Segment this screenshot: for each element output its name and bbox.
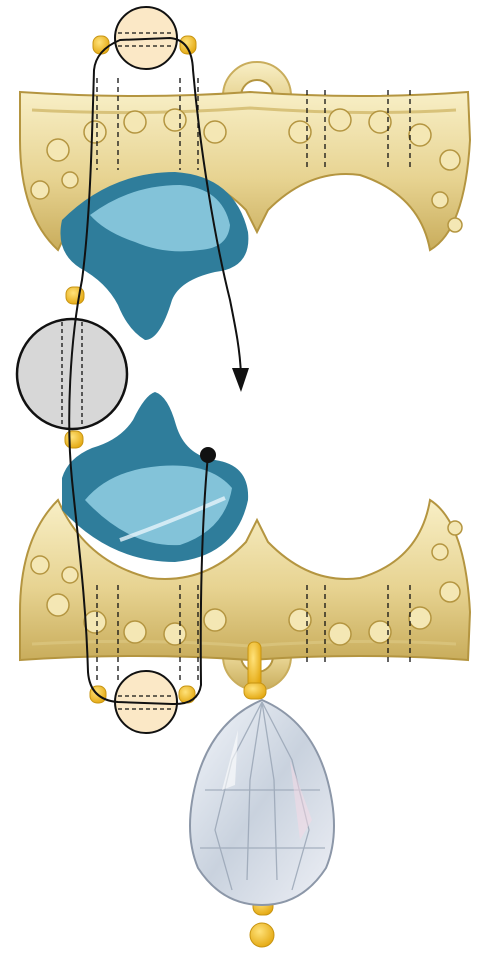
seed-bead — [248, 642, 261, 688]
thread-arrow-head — [232, 368, 249, 392]
seed-bead — [180, 36, 196, 54]
seed-bead — [66, 287, 84, 304]
seed-bead — [250, 923, 274, 947]
thread-start-knot — [200, 447, 216, 463]
round-bead-grey — [17, 319, 127, 429]
seed-bead — [93, 36, 109, 54]
seed-bead — [65, 431, 83, 448]
crystal-drop-pendant — [190, 700, 334, 905]
seed-bead — [244, 683, 266, 699]
